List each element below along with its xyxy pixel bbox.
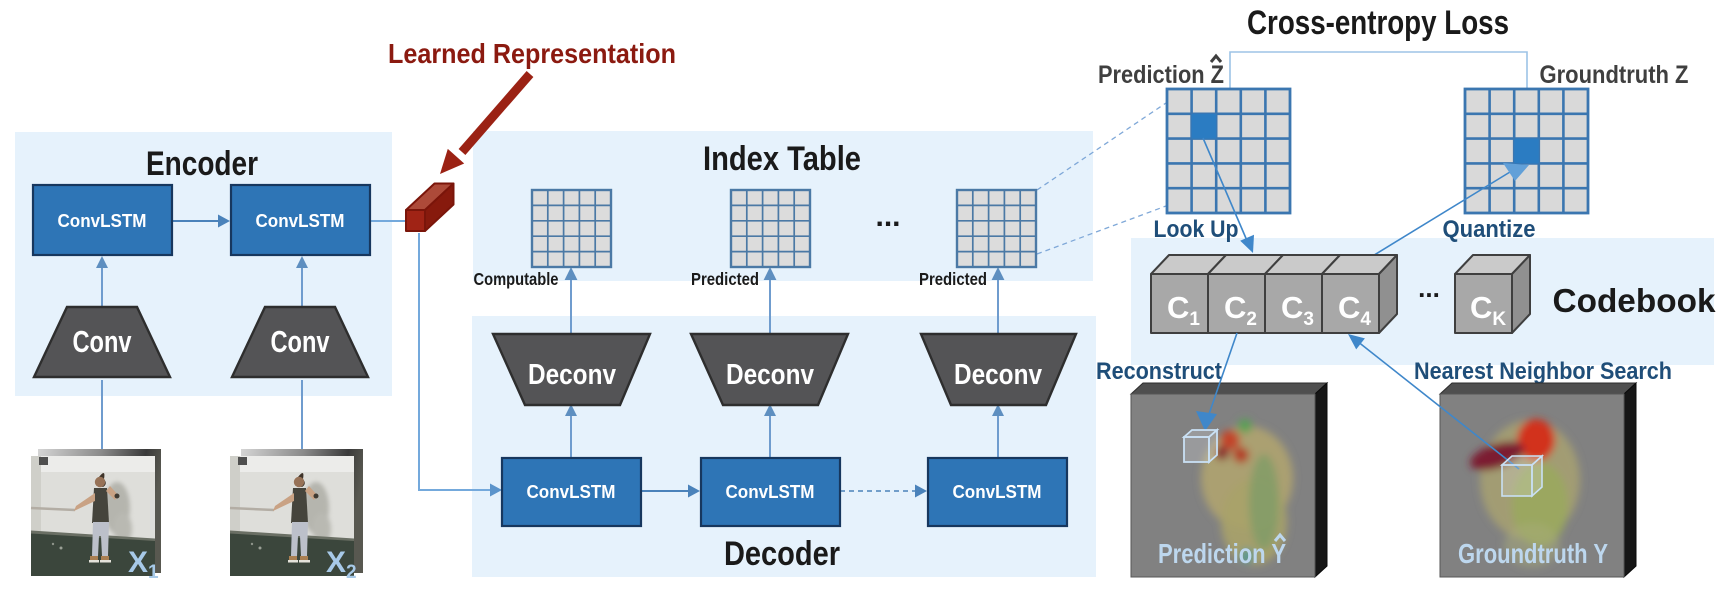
- svg-text:Encoder: Encoder: [146, 145, 258, 183]
- svg-text:ConvLSTM: ConvLSTM: [527, 482, 616, 502]
- svg-text:Conv: Conv: [271, 324, 331, 359]
- svg-text:Predicted: Predicted: [691, 269, 759, 289]
- svg-text:ConvLSTM: ConvLSTM: [726, 482, 815, 502]
- svg-text:Look Up: Look Up: [1154, 216, 1239, 243]
- svg-text:Quantize: Quantize: [1443, 216, 1536, 243]
- svg-text:Groundtruth Z: Groundtruth Z: [1540, 61, 1689, 89]
- svg-text:Cross-entropy Loss: Cross-entropy Loss: [1247, 4, 1509, 42]
- svg-text:Codebook: Codebook: [1553, 282, 1717, 319]
- svg-text:ConvLSTM: ConvLSTM: [58, 211, 147, 231]
- svg-text:Deconv: Deconv: [528, 359, 616, 391]
- svg-text:Groundtruth Y: Groundtruth Y: [1458, 538, 1608, 569]
- svg-text:Learned Representation: Learned Representation: [388, 38, 676, 69]
- svg-text:...: ...: [875, 200, 900, 233]
- svg-text:...: ...: [1418, 273, 1440, 303]
- svg-text:ConvLSTM: ConvLSTM: [953, 482, 1042, 502]
- svg-text:Prediction Z: Prediction Z: [1098, 61, 1224, 89]
- svg-text:Prediction Y: Prediction Y: [1158, 538, 1286, 569]
- svg-text:ConvLSTM: ConvLSTM: [256, 211, 345, 231]
- svg-text:Conv: Conv: [73, 324, 133, 359]
- svg-text:Decoder: Decoder: [724, 535, 840, 573]
- svg-text:Reconstruct: Reconstruct: [1096, 358, 1222, 385]
- svg-text:Index Table: Index Table: [703, 140, 861, 178]
- svg-text:Predicted: Predicted: [919, 269, 987, 289]
- svg-text:Deconv: Deconv: [954, 359, 1042, 391]
- svg-text:Deconv: Deconv: [726, 359, 814, 391]
- svg-text:Nearest Neighbor Search: Nearest Neighbor Search: [1414, 358, 1672, 385]
- svg-text:CK: CK: [1470, 290, 1506, 330]
- svg-text:Computable: Computable: [474, 269, 559, 289]
